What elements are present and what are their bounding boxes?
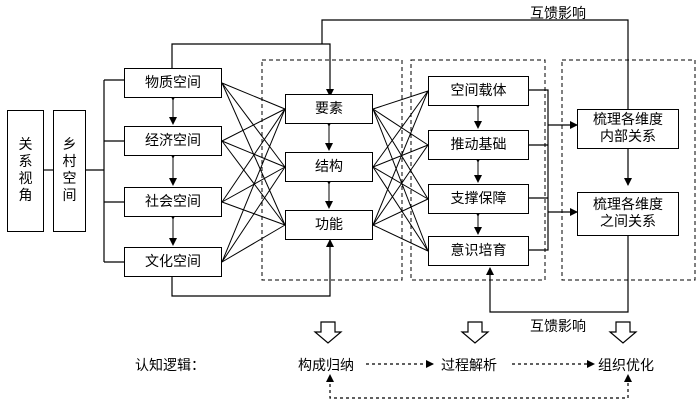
rural-space-char: 间	[62, 188, 77, 204]
space-factor-link	[221, 166, 286, 263]
hollow-arrow-2	[460, 321, 490, 344]
factor-process-link	[372, 144, 429, 226]
space-cultural-box: 文化空间	[124, 247, 222, 277]
factor-process-link	[372, 108, 429, 252]
space-factor-link	[221, 108, 286, 263]
organize-between-line: 梳理各维度	[593, 197, 663, 213]
relation-view-char: 视	[18, 171, 33, 187]
space-factor-links	[221, 82, 286, 263]
space-factor-link	[221, 224, 286, 263]
logic-label: 认知逻辑：	[135, 358, 205, 374]
factor-process-link	[372, 90, 429, 168]
process-support-box: 支撑保障	[428, 184, 529, 214]
relation-view-char: 关	[18, 137, 33, 153]
process-driving-box: 推动基础	[428, 130, 529, 160]
factor-process-link	[372, 144, 429, 168]
logic-loop	[329, 378, 629, 399]
factor-process-links	[372, 90, 429, 252]
rural-space-box: 乡 村 空 间	[53, 110, 86, 232]
rural-space-char: 村	[62, 154, 77, 170]
logic-step-organize: 组织优化	[598, 358, 654, 374]
space-factor-link	[221, 82, 286, 110]
logic-loop-head-right	[624, 374, 632, 382]
process-awareness-box: 意识培育	[428, 236, 529, 266]
organize-between-box: 梳理各维度 之间关系	[577, 192, 679, 236]
factor-process-link	[372, 90, 429, 110]
organize-internal-line: 梳理各维度	[593, 112, 663, 128]
feedback-bottom-label: 互馈影响	[530, 319, 586, 335]
feedback-top-label: 互馈影响	[530, 6, 586, 22]
rural-space-char: 乡	[62, 137, 77, 153]
space-factor-link	[221, 140, 286, 168]
space-factor-link	[221, 108, 286, 142]
space-material-box: 物质空间	[124, 68, 222, 98]
factor-process-link	[372, 90, 429, 226]
factor-elements-box: 要素	[285, 94, 373, 124]
space-factor-link	[221, 108, 286, 203]
process-bracket-right	[529, 89, 549, 251]
relation-view-char: 角	[18, 188, 33, 204]
bidirectional-arrows	[169, 93, 482, 246]
factor-process-link	[372, 224, 429, 252]
space-factor-link	[221, 140, 286, 226]
feedback-top-line	[171, 43, 334, 97]
factor-process-link	[372, 166, 429, 200]
relation-view-char: 系	[18, 154, 33, 170]
logic-step-composition: 构成归纳	[298, 358, 354, 374]
relation-view-box: 关 系 视 角	[7, 110, 44, 232]
factor-process-link	[372, 166, 429, 252]
factor-process-link	[372, 198, 429, 226]
feedback-top-outer	[321, 19, 629, 109]
feedback-bottom-line	[171, 239, 334, 297]
organize-internal-line: 内部关系	[600, 129, 656, 145]
organize-between-line: 之间关系	[600, 214, 656, 230]
hollow-arrow-1	[313, 321, 343, 344]
hollow-arrow-3	[608, 321, 638, 344]
space-economic-box: 经济空间	[124, 126, 222, 156]
group-structure-frame	[261, 59, 403, 281]
logic-step-process: 过程解析	[441, 358, 497, 374]
space-social-box: 社会空间	[124, 187, 222, 217]
rural-space-char: 空	[62, 171, 77, 187]
space-factor-link	[221, 201, 286, 226]
factor-process-link	[372, 108, 429, 146]
logic-loop-head-left	[326, 374, 334, 382]
factor-process-link	[372, 108, 429, 200]
process-carrier-box: 空间载体	[428, 76, 529, 106]
organize-internal-box: 梳理各维度 内部关系	[577, 109, 679, 149]
feedback-bottom-outer	[486, 236, 629, 313]
factor-function-box: 功能	[285, 210, 373, 240]
factor-structure-box: 结构	[285, 152, 373, 182]
